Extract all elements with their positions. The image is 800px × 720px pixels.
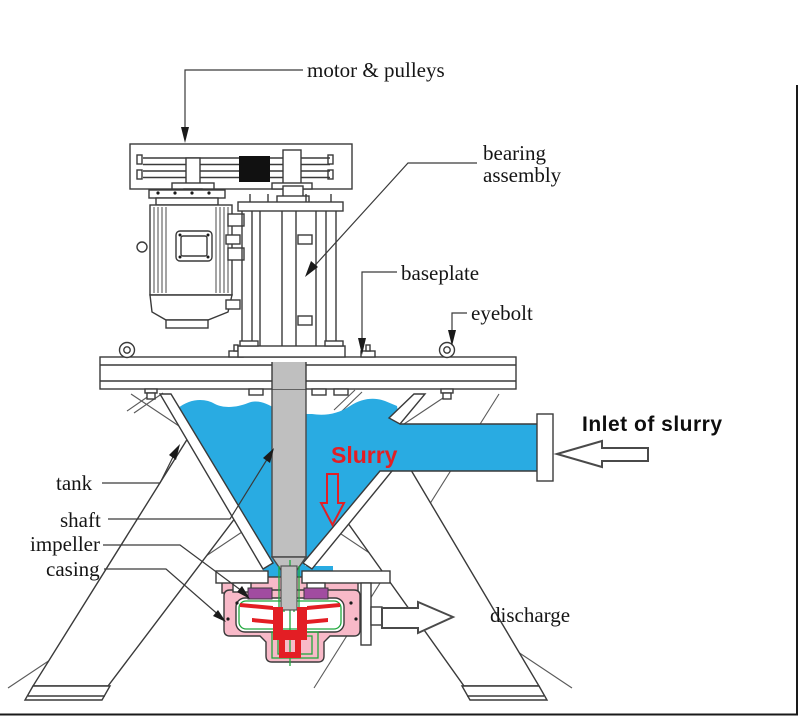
leader-bearing: [308, 162, 477, 273]
tank-left-wall: [158, 393, 274, 570]
gland-purple-group: [247, 587, 329, 600]
impeller-red-group: [240, 603, 340, 658]
right-foot: [460, 685, 549, 701]
casing-bolts: [226, 601, 358, 621]
leader-lines: [102, 69, 477, 622]
frame-bolt: [225, 299, 241, 310]
impeller-hub: [273, 607, 283, 635]
impeller-vane: [307, 603, 340, 610]
page-border: [0, 85, 798, 716]
support-legs: [7, 389, 573, 701]
label-tank: tank: [56, 471, 93, 495]
tank-slurry: [177, 398, 537, 568]
label-shaft: shaft: [60, 508, 101, 532]
pump-pulley: [282, 149, 302, 185]
label-impeller: impeller: [30, 532, 100, 556]
motor-pulley: [185, 157, 201, 185]
casing-assembly: [215, 560, 391, 666]
label-baseplate: baseplate: [401, 261, 479, 285]
shaft-through-plate: [272, 362, 306, 389]
frame-top-plate: [237, 201, 344, 212]
baseplate: [99, 356, 517, 390]
right-gusset: [333, 389, 356, 411]
label-bearing-1: bearing: [483, 141, 546, 165]
inlet-flange: [536, 413, 554, 482]
motor-fins: [153, 207, 229, 293]
inlet-arrow: [553, 439, 649, 469]
tank-structure: [158, 393, 554, 570]
label-motor-pulleys: motor & pulleys: [307, 58, 445, 82]
gland-left: [247, 587, 273, 600]
leader-eyebolt: [451, 312, 467, 333]
slurry-down-arrow: [319, 473, 346, 528]
discharge-arrow: [381, 600, 456, 635]
label-slurry: Slurry: [331, 442, 398, 468]
eyebolt-right: [438, 341, 456, 359]
leader-tank: [102, 448, 178, 484]
frame-bolt: [297, 234, 313, 245]
label-eyebolt: eyebolt: [471, 301, 533, 325]
leader-casing: [104, 568, 222, 618]
junction-box: [175, 230, 213, 262]
baseplate-group: [99, 341, 517, 400]
frame-bottom-plate: [237, 345, 346, 358]
leader-shaft: [108, 452, 272, 520]
frame-bolt: [225, 234, 241, 245]
tank-right-wall-lower: [301, 470, 394, 570]
gland-right: [303, 587, 329, 600]
leader-motor: [184, 69, 303, 136]
frame-columns: [241, 194, 337, 346]
leader-impeller: [103, 544, 247, 595]
label-bearing-2: assembly: [483, 163, 562, 187]
belt-tensioner: [239, 156, 270, 182]
label-inlet: Inlet of slurry: [582, 413, 723, 436]
leader-baseplate: [361, 271, 397, 342]
motor-bell: [149, 294, 233, 321]
motor-cleat: [227, 247, 245, 261]
plate-bolts: [144, 344, 454, 400]
discharge-flange: [360, 582, 372, 646]
pulley-box: [129, 143, 353, 190]
label-discharge: discharge: [490, 603, 570, 627]
motor-top-flange: [148, 189, 226, 199]
motor-cleat: [227, 213, 245, 227]
impeller-vane: [240, 603, 273, 610]
discharge-stub: [370, 606, 383, 626]
motor: [136, 188, 245, 329]
motor-eyelet: [136, 241, 148, 253]
frame-bolt: [297, 315, 313, 326]
label-casing: casing: [46, 557, 100, 581]
right-mount-plate: [301, 570, 391, 584]
eyebolt-left: [118, 341, 136, 359]
bearing-assembly: [225, 185, 346, 358]
shaft-lower: [280, 565, 298, 611]
left-foot: [23, 685, 112, 701]
